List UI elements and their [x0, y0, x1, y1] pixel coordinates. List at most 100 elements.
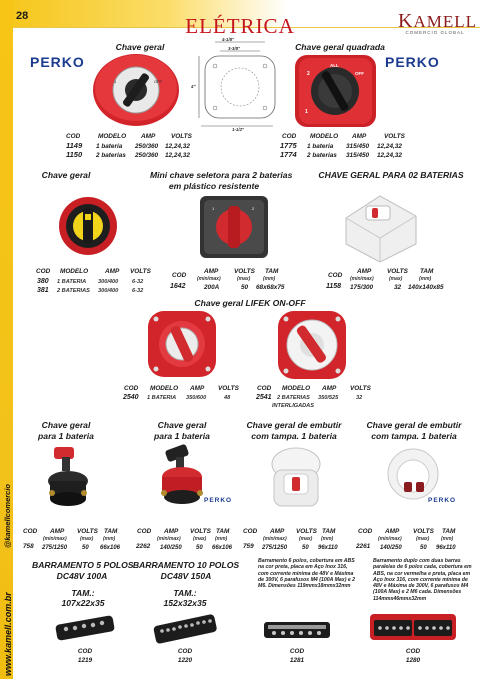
c02-volts: 32 [394, 284, 402, 291]
chave-02-image [340, 188, 420, 266]
cg2-r1-cod: 380 [37, 278, 49, 285]
lifek-h1-cod: COD [124, 385, 139, 392]
mini-chave-title-2: em plástico resistente [168, 181, 260, 191]
emb-h-volts: VOLTS [413, 528, 434, 535]
barr5-title-1: BARRAMENTO 5 POLOS [32, 560, 134, 570]
emb-h-tam: TAM [442, 528, 456, 535]
mc-h-cod: COD [172, 272, 187, 279]
emb-amp: 140/250 [380, 545, 402, 551]
barr10-tam-label: TAM.: [173, 588, 197, 598]
instagram-handle[interactable]: @kamellcomercio [3, 483, 12, 548]
barr10-image [152, 612, 218, 644]
cq-h-cod: COD [282, 133, 297, 140]
b1b-sh-volts: (max) [193, 536, 207, 542]
lifek-r2-cod: 2541 [256, 394, 272, 401]
lifek-image-2 [276, 309, 348, 381]
lifek-r1-amp: 350/600 [186, 395, 207, 401]
cg2-r2-modelo: 2 BATERIAS [57, 288, 90, 294]
website-link[interactable]: www.kamell.com.br [3, 592, 13, 676]
c02-h-volts: VOLTS [387, 268, 408, 275]
lifek-h1-volts: VOLTS [218, 385, 239, 392]
bat1a-image [46, 445, 92, 515]
barr5-title-2: DC48V 100A [56, 571, 108, 581]
mc-sh-volts: (max) [237, 276, 251, 282]
chave-quadrada-image: 2 ALL OFF 1 [293, 53, 378, 129]
lifek-h2-volts: VOLTS [350, 385, 371, 392]
cq-r2-modelo: 2 baterias [307, 152, 337, 159]
cq-r1-amp: 315/450 [346, 143, 370, 150]
svg-text:1: 1 [212, 206, 215, 211]
cg2-r1-volts: 6-32 [132, 279, 144, 285]
svg-text:1: 1 [305, 109, 308, 115]
chave-geral-1-title: Chave geral [115, 42, 165, 52]
cg1-h-cod: COD [66, 133, 81, 140]
bat1b-title-1: Chave geral [157, 420, 207, 430]
cg2-h-modelo: MODELO [60, 268, 89, 275]
ema-h-cod: COD [243, 528, 258, 535]
c02-cod: 1158 [326, 283, 342, 290]
b1a-sh-volts: (max) [80, 536, 94, 542]
barr5-cod: 1219 [77, 657, 93, 664]
lifek-r1-cod: 2540 [123, 394, 139, 401]
lifek-h1-modelo: MODELO [150, 385, 179, 392]
barr-duplo-image [368, 610, 458, 644]
cq-r2-amp: 315/450 [346, 152, 370, 159]
header-band [0, 0, 480, 28]
lifek-r1-volts: 48 [224, 395, 231, 401]
c02-h-cod: COD [328, 272, 343, 279]
svg-text:ALL: ALL [330, 63, 339, 68]
barr6-image [262, 616, 332, 642]
cg1-h-amp: AMP [141, 133, 156, 140]
ema-sh-amp: (min/max) [263, 536, 287, 542]
c02-sh-tam: (mm) [419, 276, 432, 282]
svg-text:1: 1 [114, 79, 117, 84]
svg-text:OFF: OFF [355, 71, 364, 76]
embutir-a-title-1: Chave geral de embutir [246, 420, 342, 430]
b1b-sh-amp: (min/max) [157, 536, 181, 542]
perko-logo-1: PERKO [30, 54, 85, 70]
bat1b-title-2: para 1 bateria [154, 431, 210, 441]
brand-tagline: COMERCIO GLOBAL [405, 30, 465, 35]
ema-amp: 275/1250 [262, 545, 288, 551]
page-number: 28 [16, 10, 29, 22]
chave-geral-2-image [58, 192, 118, 262]
perko-logo-3: PERKO [204, 497, 233, 504]
mc-volts: 50 [241, 284, 249, 291]
cg1-r2-volts: 12,24,32 [165, 152, 190, 159]
mc-h-tam: TAM [265, 268, 279, 275]
cg2-h-amp: AMP [105, 268, 120, 275]
cg1-r2-cod: 1150 [66, 150, 83, 159]
barr5-image [54, 614, 116, 644]
chave-geral-1-image: 1 OFF [92, 53, 180, 127]
emb-volts: 50 [420, 545, 427, 551]
dim-label-c: 4" [191, 84, 196, 89]
brand-logo: KAMELL COMERCIO GLOBAL [398, 11, 476, 35]
chave-geral-2-title: Chave geral [41, 170, 91, 180]
c02-sh-amp: (min/max) [350, 276, 374, 282]
ema-sh-tam: (mm) [321, 536, 334, 542]
c02-h-tam: TAM [420, 268, 434, 275]
cg2-r1-amp: 300/400 [98, 279, 119, 285]
dim-label-a: 4-1/8" [222, 37, 235, 42]
lifek-image-1 [146, 309, 218, 379]
emb-tam: 96x110 [436, 545, 456, 551]
embutir-a-image [266, 444, 326, 514]
barr-duplo-description: Barramento duplo com duas barras paralel… [373, 558, 472, 602]
bat1b-image [160, 443, 206, 515]
bat1a-title-2: para 1 bateria [38, 431, 94, 441]
barr6-cod-label: COD [289, 648, 305, 655]
cg1-r1-cod: 1149 [66, 141, 83, 150]
barr10-cod: 1220 [177, 657, 193, 664]
dim-label-b: 3-3/8" [228, 46, 241, 51]
barr10-title-2: DC48V 150A [160, 571, 212, 581]
barr10-cod-label: COD [177, 648, 193, 655]
barr6-cod: 1281 [289, 657, 305, 664]
lifek-r1-modelo: 1 BATERIA [147, 395, 177, 401]
chave-quadrada-title: Chave geral quadrada [295, 42, 385, 52]
cg2-r1-modelo: 1 BATERIA [57, 279, 87, 285]
cg1-h-volts: VOLTS [171, 133, 192, 140]
b1a-sh-tam: (mm) [103, 536, 116, 542]
mini-chave-title-1: Mini chave seletora para 2 baterias [150, 170, 293, 180]
cg1-r2-amp: 250/360 [135, 152, 159, 159]
side-band [0, 0, 13, 679]
